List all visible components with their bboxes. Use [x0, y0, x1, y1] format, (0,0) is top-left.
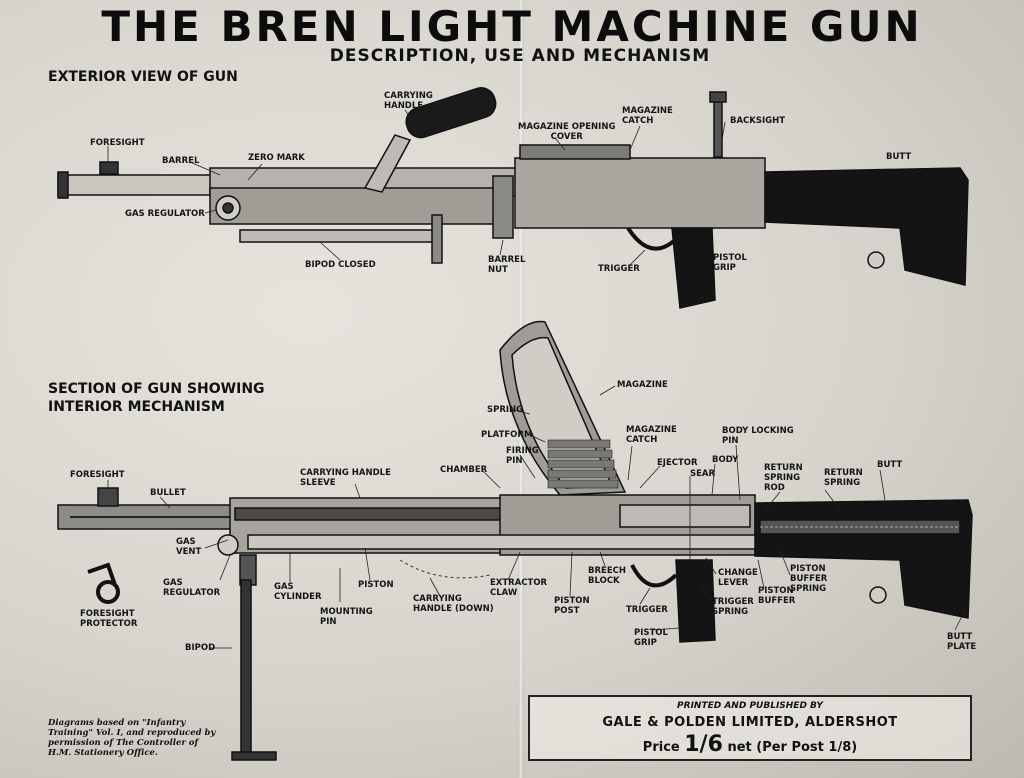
label-int-piston-buffer: PISTON BUFFER — [758, 586, 796, 606]
interior-section-heading-line2: INTERIOR MECHANISM — [48, 399, 225, 415]
label-int-carrying-handle-sleeve: CARRYING HANDLE SLEEVE — [300, 468, 391, 488]
label-int-body-locking-pin: BODY LOCKING PIN — [722, 426, 794, 446]
label-int-foresight: FORESIGHT — [70, 470, 125, 480]
price-suffix: net (Per Post 1/8) — [727, 740, 858, 755]
footnote: Diagrams based on "Infantry Training" Vo… — [48, 718, 216, 758]
exterior-leader-lines — [107, 109, 726, 266]
label-int-trigger-spring: TRIGGER SPRING — [712, 597, 754, 617]
interior-section-heading-line1: SECTION OF GUN SHOWING — [48, 381, 265, 397]
exterior-section-heading: EXTERIOR VIEW OF GUN — [48, 69, 238, 85]
label-int-spring: SPRING — [487, 405, 524, 415]
label-int-sear: SEAR — [690, 469, 716, 479]
label-int-bipod: BIPOD — [185, 643, 216, 653]
label-int-platform: PLATFORM — [481, 430, 533, 440]
label-ext-backsight: BACKSIGHT — [730, 116, 786, 126]
interior-leader-lines — [107, 385, 966, 649]
label-int-gas-cylinder: GAS CYLINDER — [274, 582, 322, 602]
label-int-bullet: BULLET — [150, 488, 186, 498]
label-ext-butt: BUTT — [886, 152, 912, 162]
label-int-return-spring-rod: RETURN SPRING ROD — [764, 463, 803, 493]
page-title: THE BREN LIGHT MACHINE GUN — [101, 2, 923, 51]
label-int-magazine-catch: MAGAZINE CATCH — [626, 425, 677, 445]
label-ext-magazine-opening-cover: MAGAZINE OPENING COVER — [518, 122, 616, 142]
label-int-mounting-pin: MOUNTING PIN — [320, 607, 373, 627]
label-int-return-spring: RETURN SPRING — [824, 468, 863, 488]
exterior-gun-drawing — [57, 87, 969, 309]
label-int-firing-pin: FIRING PIN — [506, 446, 539, 466]
label-ext-pistol-grip: PISTOL GRIP — [713, 253, 747, 273]
publisher-line1: PRINTED AND PUBLISHED BY — [677, 701, 823, 711]
interior-gun-drawing — [57, 320, 973, 761]
label-int-butt-plate: BUTT PLATE — [947, 632, 977, 652]
label-int-piston-post: PISTON POST — [554, 596, 590, 616]
publisher-line2: GALE & POLDEN LIMITED, ALDERSHOT — [602, 715, 898, 730]
label-ext-trigger: TRIGGER — [598, 264, 640, 274]
label-int-butt: BUTT — [877, 460, 903, 470]
label-ext-barrel: BARREL — [162, 156, 200, 166]
price-prefix: Price — [642, 740, 680, 755]
label-ext-magazine-catch: MAGAZINE CATCH — [622, 106, 673, 126]
publisher-box: PRINTED AND PUBLISHED BY GALE & POLDEN L… — [528, 695, 972, 761]
label-ext-foresight: FORESIGHT — [90, 138, 145, 148]
label-int-piston-buffer-spring: PISTON BUFFER SPRING — [790, 564, 828, 594]
label-int-chamber: CHAMBER — [440, 465, 488, 475]
label-int-gas-regulator: GAS REGULATOR — [163, 578, 221, 598]
label-ext-carrying-handle: CARRYING HANDLE — [384, 91, 433, 111]
label-int-breech-block: BREECH BLOCK — [588, 566, 626, 586]
label-int-gas-vent: GAS VENT — [176, 537, 202, 557]
label-int-foresight-protector: FORESIGHT PROTECTOR — [80, 609, 138, 629]
price-value: 1/6 — [684, 732, 723, 757]
label-int-body: BODY — [712, 455, 739, 465]
label-int-trigger: TRIGGER — [626, 605, 668, 615]
price-line: Price 1/6 net (Per Post 1/8) — [530, 732, 970, 757]
label-int-magazine: MAGAZINE — [617, 380, 668, 390]
label-int-piston: PISTON — [358, 580, 394, 590]
label-ext-gas-regulator: GAS REGULATOR — [125, 209, 205, 219]
label-int-ejector: EJECTOR — [657, 458, 698, 468]
label-int-extractor-claw: EXTRACTOR CLAW — [490, 578, 548, 598]
label-ext-zero-mark: ZERO MARK — [248, 153, 305, 163]
label-ext-bipod-closed: BIPOD CLOSED — [305, 260, 376, 270]
label-ext-barrel-nut: BARREL NUT — [488, 255, 526, 275]
label-int-change-lever: CHANGE LEVER — [718, 568, 758, 588]
page-subtitle: DESCRIPTION, USE AND MECHANISM — [329, 46, 711, 66]
label-int-pistol-grip: PISTOL GRIP — [634, 628, 668, 648]
label-int-carrying-handle-down: CARRYING HANDLE (DOWN) — [413, 594, 494, 614]
